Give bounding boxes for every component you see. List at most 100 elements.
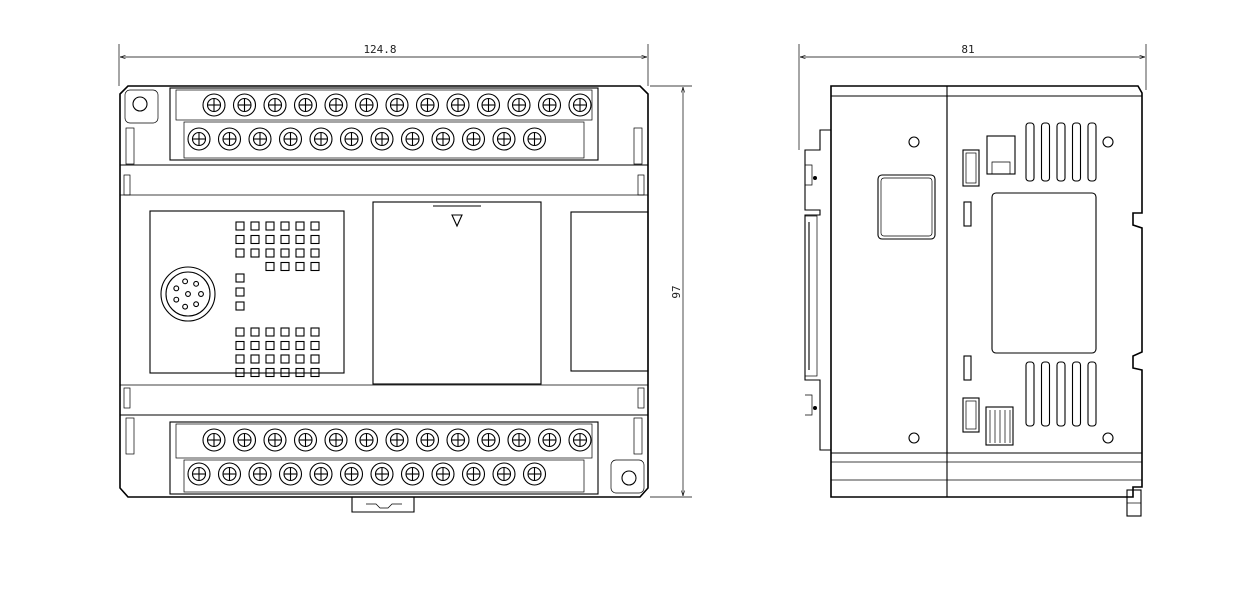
terminal-screw — [431, 462, 455, 486]
io-led — [295, 340, 305, 351]
port-pin — [193, 280, 200, 287]
depth-dimension-label: 81 — [961, 43, 974, 56]
width-dimension: 124.8 — [118, 43, 649, 86]
terminal-screw — [293, 93, 318, 117]
terminal-screw — [461, 462, 486, 486]
terminal-screw — [354, 93, 379, 117]
width-dimension-label: 124.8 — [363, 43, 396, 56]
io-led — [235, 248, 245, 258]
vent-slot — [1025, 122, 1035, 182]
io-led — [310, 340, 320, 351]
depth-dimension: 81 — [798, 43, 1147, 150]
terminal-screw — [187, 127, 211, 151]
io-led — [310, 234, 320, 245]
status-led — [235, 301, 245, 311]
terminal-screw — [385, 428, 409, 452]
vent-slot — [1056, 122, 1066, 182]
io-led — [295, 261, 305, 272]
io-led — [235, 221, 245, 231]
din-rail-hook — [804, 129, 831, 451]
terminal-screw — [324, 93, 348, 117]
vent-slot — [1025, 361, 1035, 427]
terminal-screw — [476, 93, 501, 117]
terminal-screw — [202, 93, 226, 117]
expansion-cover — [372, 201, 542, 385]
front-view: 124.8 97 — [118, 43, 692, 513]
io-led — [295, 367, 305, 378]
io-led — [295, 354, 305, 364]
vent-slot — [1040, 122, 1051, 182]
io-led — [265, 221, 275, 231]
terminal-screw — [232, 428, 257, 452]
terminal-screw — [263, 428, 287, 452]
io-led-grid-bottom — [235, 327, 320, 378]
io-led — [265, 340, 275, 351]
side-socket — [986, 135, 1016, 175]
io-led — [250, 327, 260, 337]
terminal-screw — [339, 127, 364, 151]
terminal-screw — [278, 462, 303, 486]
terminal-screw — [522, 127, 547, 151]
io-led — [265, 234, 275, 245]
io-led — [265, 261, 275, 272]
terminal-screw — [507, 93, 531, 117]
terminal-screw — [385, 93, 409, 117]
terminal-screw — [446, 93, 470, 117]
mounting-hole-top — [132, 96, 148, 112]
terminal-screw — [217, 462, 242, 486]
io-led — [250, 221, 260, 231]
terminal-screw — [309, 462, 333, 486]
side-body-outline — [830, 85, 1143, 498]
side-port-upper — [962, 149, 980, 187]
io-led — [280, 261, 290, 272]
terminal-screw — [370, 127, 394, 151]
io-led — [310, 261, 320, 272]
terminal-screw — [446, 428, 470, 452]
bottom-terminal-row-upper — [202, 428, 592, 452]
port-pin — [193, 301, 200, 308]
status-panel — [149, 210, 345, 374]
io-led — [280, 340, 290, 351]
io-led — [280, 367, 290, 378]
status-led — [235, 287, 245, 297]
top-terminal-row-lower — [187, 127, 547, 151]
status-led — [235, 273, 245, 283]
io-led — [250, 234, 260, 245]
terminal-screw — [461, 127, 486, 151]
io-led — [235, 340, 245, 351]
screw-hole-4 — [1102, 432, 1114, 444]
io-led — [295, 327, 305, 337]
terminal-screw — [537, 428, 562, 452]
terminal-screw — [248, 127, 272, 151]
vent-slot — [1040, 361, 1051, 427]
side-view: 81 — [798, 43, 1147, 517]
side-grille — [985, 406, 1014, 446]
terminal-screw — [202, 428, 226, 452]
terminal-screw — [537, 93, 562, 117]
io-led — [235, 354, 245, 364]
io-led — [250, 354, 260, 364]
io-led — [235, 327, 245, 337]
io-led — [310, 354, 320, 364]
terminal-screw — [187, 462, 211, 486]
io-led — [265, 327, 275, 337]
terminal-screw — [278, 127, 303, 151]
vent-slot — [1071, 361, 1082, 427]
io-led — [265, 354, 275, 364]
io-led — [310, 221, 320, 231]
screw-hole-1 — [908, 136, 920, 148]
front-body-outline — [119, 85, 649, 498]
vent-slot — [1087, 361, 1097, 427]
terminal-screw — [400, 462, 425, 486]
terminal-screw — [568, 428, 592, 452]
vent-slots-bottom — [1025, 361, 1097, 427]
io-led — [235, 367, 245, 378]
programming-port — [160, 266, 216, 322]
port-pin — [198, 291, 204, 297]
screw-hole-3 — [1102, 136, 1114, 148]
io-led — [250, 340, 260, 351]
top-terminal-row-upper — [202, 93, 592, 117]
terminal-screw — [339, 462, 364, 486]
terminal-screw — [507, 428, 531, 452]
terminal-screw — [492, 127, 516, 151]
